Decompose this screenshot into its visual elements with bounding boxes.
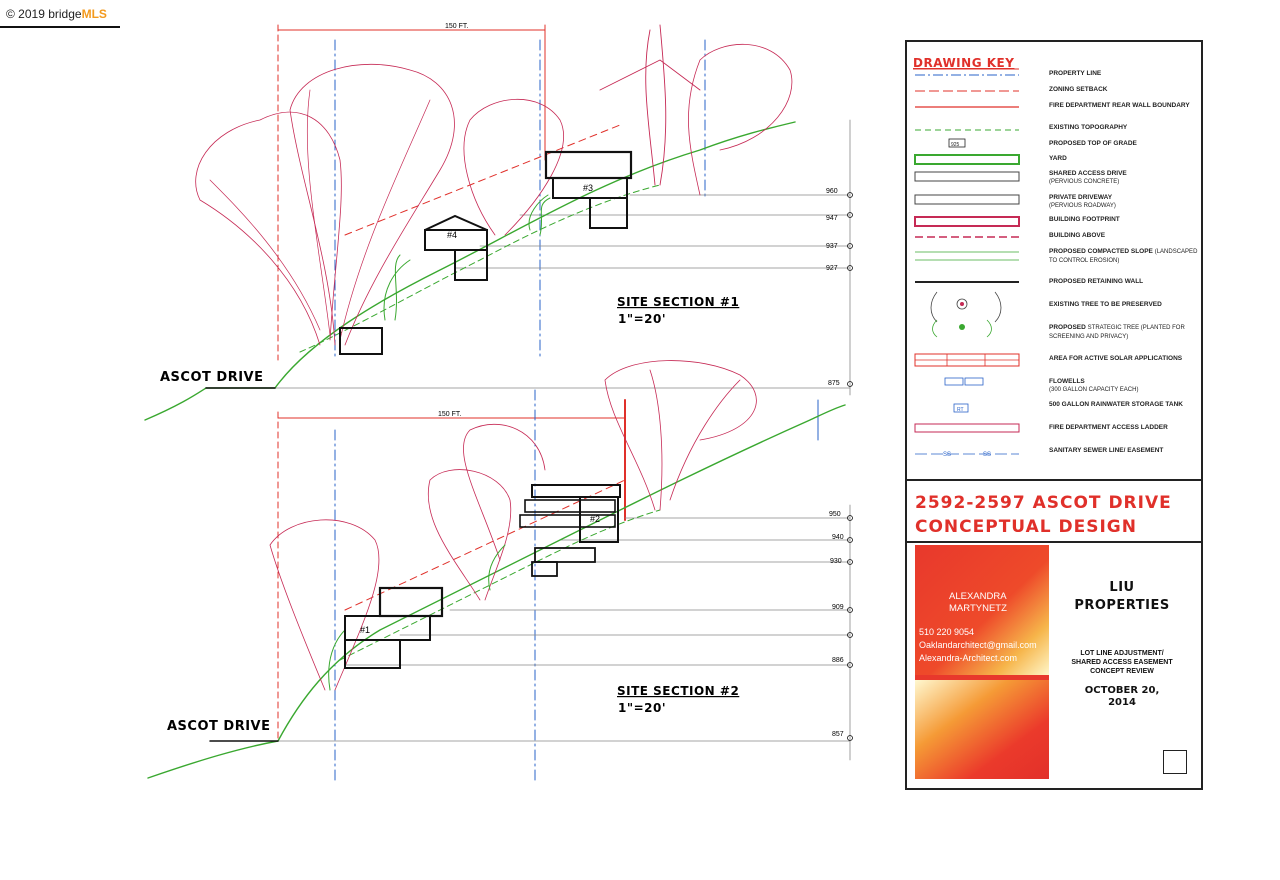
section2-title: SITE SECTION #2	[617, 684, 739, 698]
section1-dimension: 150 FT.	[445, 23, 468, 30]
section1-linework	[144, 24, 853, 421]
description-line1: LOT LINE ADJUSTMENT/	[1080, 650, 1164, 657]
sewer-symbol-text-1: SS	[943, 452, 951, 458]
key-retaining-wall: PROPOSED RETAINING WALL	[1049, 278, 1144, 285]
architect-name-first: ALEXANDRA	[949, 591, 1007, 602]
elev-950: 950	[829, 511, 841, 518]
road-label-section2: ASCOT DRIVE	[167, 719, 271, 734]
drawing-key-title: DRAWING KEY	[913, 56, 1015, 70]
key-shared-access-drive: SHARED ACCESS DRIVE(PERVIOUS CONCRETE)	[1049, 170, 1127, 185]
elev-960: 960	[826, 188, 838, 195]
architect-phone: 510 220 9054	[919, 627, 974, 637]
architect-website: Alexandra-Architect.com	[919, 653, 1017, 663]
key-existing-topography: EXISTING TOPOGRAPHY	[1049, 124, 1128, 131]
sheet-box	[1163, 750, 1187, 774]
house-label-3: #3	[583, 183, 593, 193]
key-yard: YARD	[1049, 155, 1067, 162]
key-rainwater-tank: 500 GALLON RAINWATER STORAGE TANK	[1049, 401, 1183, 408]
key-fire-ladder: FIRE DEPARTMENT ACCESS LADDER	[1049, 424, 1168, 431]
house-label-1: #1	[360, 625, 370, 635]
key-private-driveway: PRIVATE DRIVEWAY(PERVIOUS ROADWAY)	[1049, 194, 1116, 209]
elev-857: 857	[832, 731, 844, 738]
house-label-2: #2	[590, 514, 600, 524]
project-title-box: 2592-2597 ASCOT DRIVE CONCEPTUAL DESIGN	[907, 479, 1201, 543]
elev-927: 927	[826, 265, 838, 272]
elev-875: 875	[828, 380, 840, 387]
key-sewer-line: SANITARY SEWER LINE/ EASEMENT	[1049, 447, 1164, 454]
section2-dimension: 150 FT.	[438, 411, 461, 418]
sewer-symbol-text-2: SS	[983, 452, 991, 458]
date-line1: OCTOBER 20,	[1084, 685, 1160, 696]
project-title-line1: 2592-2597 ASCOT DRIVE	[915, 493, 1172, 513]
description-line3: CONCEPT REVIEW	[1090, 668, 1154, 675]
key-fire-boundary: FIRE DEPARTMENT REAR WALL BOUNDARY	[1049, 102, 1190, 109]
key-existing-tree: EXISTING TREE TO BE PRESERVED	[1049, 301, 1162, 308]
key-property-line: PROPERTY LINE	[1049, 70, 1102, 77]
title-block: DRAWING KEY 925 RT SS SS PROPERTY L	[905, 40, 1203, 790]
key-flowells: FLOWELLS(300 GALLON CAPACITY EACH)	[1049, 378, 1139, 393]
section1-scale: 1"=20'	[618, 312, 666, 326]
key-building-footprint: BUILDING FOOTPRINT	[1049, 216, 1120, 223]
date-line2: 2014	[1108, 697, 1136, 708]
mls-watermark: © 2019 bridgeMLS	[0, 0, 120, 28]
architect-name-last: MARTYNETZ	[949, 603, 1007, 614]
key-zoning-setback: ZONING SETBACK	[1049, 86, 1108, 93]
elev-940: 940	[832, 534, 844, 541]
key-solar-area: AREA FOR ACTIVE SOLAR APPLICATIONS	[1049, 355, 1183, 362]
copyright-text: © 2019	[6, 7, 45, 21]
architect-card: ALEXANDRA MARTYNETZ 510 220 9054 Oakland…	[915, 545, 1049, 779]
grade-symbol-text: 925	[951, 142, 960, 148]
key-symbols: 925 RT SS SS	[913, 68, 1020, 458]
brand-prefix: bridge	[48, 7, 82, 21]
tank-symbol-text: RT	[957, 407, 964, 413]
architect-email: Oaklandarchitect@gmail.com	[919, 640, 1037, 650]
elev-947: 947	[826, 215, 838, 222]
key-compacted-slope: PROPOSED COMPACTED SLOPE (LANDSCAPED TO …	[1049, 248, 1198, 264]
key-building-above: BUILDING ABOVE	[1049, 232, 1106, 239]
elev-886: 886	[832, 657, 844, 664]
project-title-line2: CONCEPTUAL DESIGN	[915, 517, 1137, 537]
owner-line1: LIU	[1109, 580, 1135, 595]
key-strategic-tree: PROPOSED STRATEGIC TREE (PLANTED FOR SCR…	[1049, 324, 1185, 340]
section2-scale: 1"=20'	[618, 701, 666, 715]
owner-line2: PROPERTIES	[1074, 598, 1170, 613]
brand-suffix: MLS	[81, 7, 107, 21]
road-label-section1: ASCOT DRIVE	[160, 370, 264, 385]
section2-linework	[147, 360, 853, 781]
house-label-4: #4	[447, 230, 457, 240]
section1-title: SITE SECTION #1	[617, 295, 739, 309]
elev-909: 909	[832, 604, 844, 611]
key-top-of-grade: PROPOSED TOP OF GRADE	[1049, 140, 1137, 147]
elev-937: 937	[826, 243, 838, 250]
elev-930: 930	[830, 558, 842, 565]
description-line2: SHARED ACCESS EASEMENT	[1071, 659, 1173, 666]
